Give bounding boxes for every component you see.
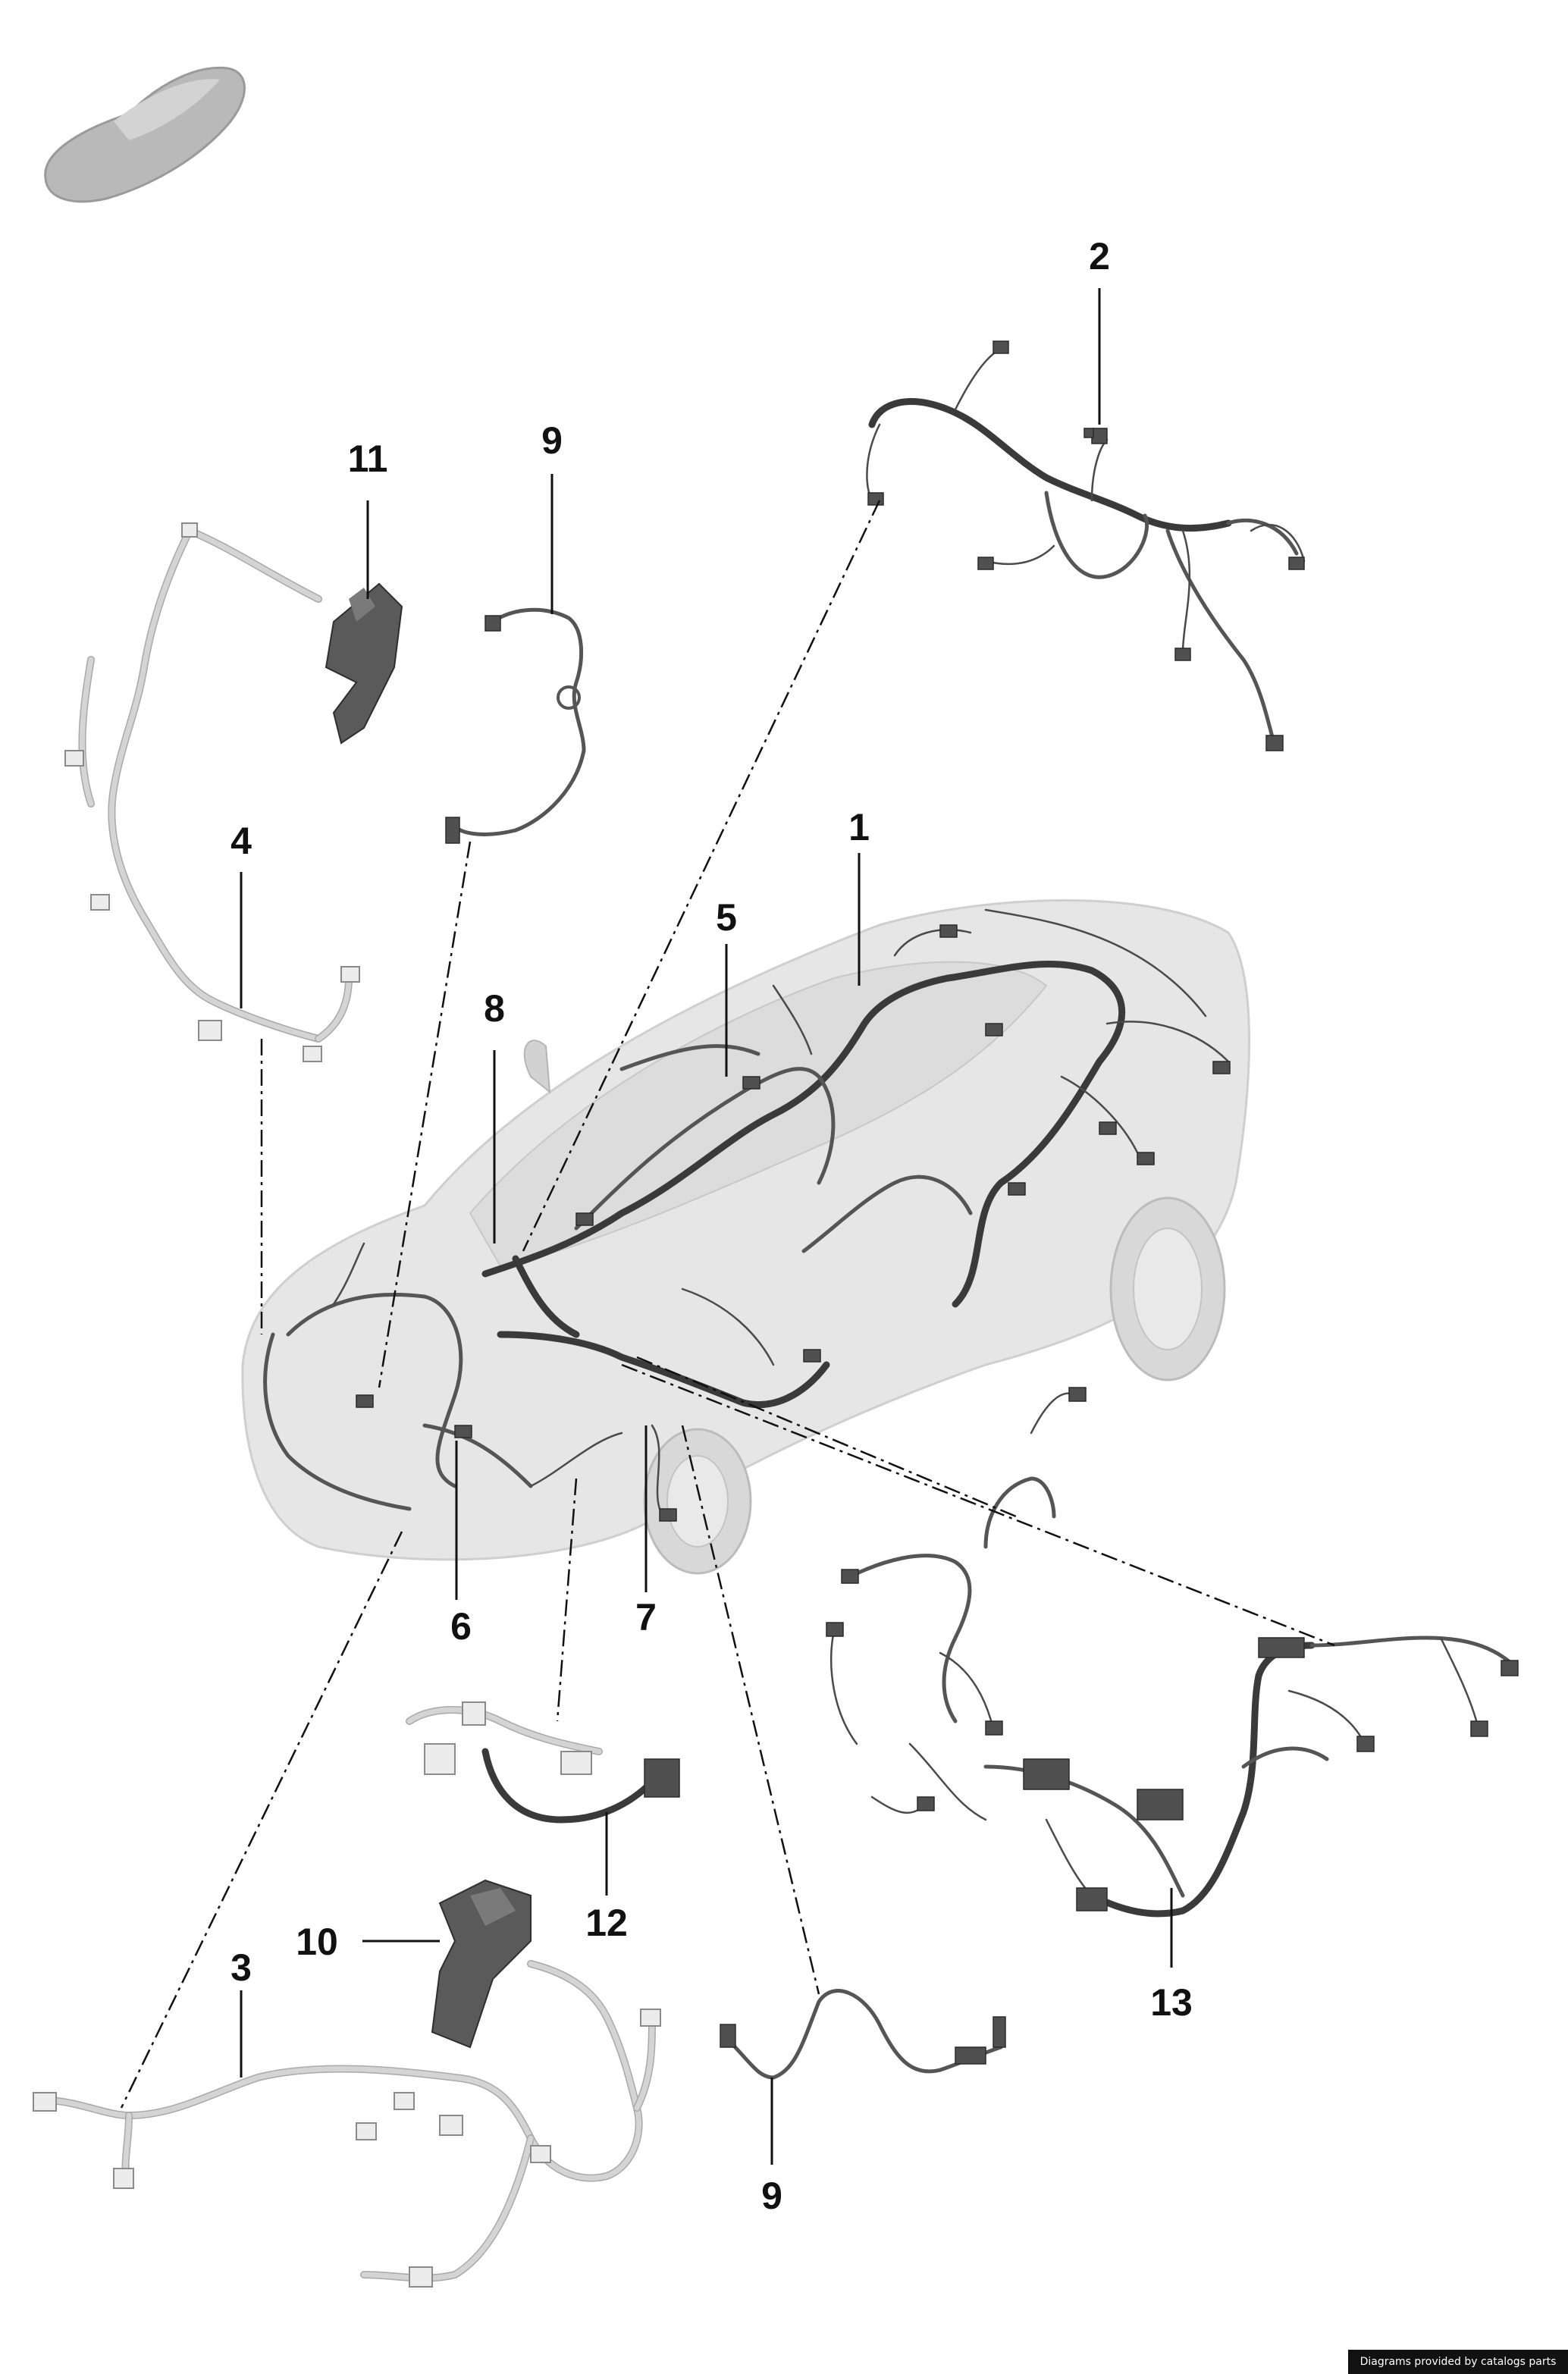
side-mirror-icon [523,1040,551,1094]
callout-3: 3 [230,1946,252,1989]
part-9-top-cable [445,607,586,844]
vehicle-body [241,899,1250,1575]
callout-11: 11 [348,437,388,480]
part-2-harness [866,340,1306,751]
callout-2: 2 [1089,235,1110,278]
callout-8: 8 [484,987,505,1030]
part-3-harness [33,1960,661,2288]
part-11-bracket [325,582,403,745]
callout-numbers: 1 2 3 4 5 6 7 8 9 9 10 11 12 13 [230,235,1193,2217]
relation-lines [120,500,1335,2109]
callout-5: 5 [716,896,737,939]
leader-lines [240,288,1173,2165]
part-9-bottom-cable [720,1989,1006,2080]
part-12-harness [406,1701,680,1824]
part-10-bracket [431,1879,532,2049]
callout-4: 4 [230,820,252,862]
callout-10: 10 [296,1921,338,1963]
vehicle-harness-network [263,908,1231,1522]
callout-13: 13 [1150,1981,1193,2024]
callout-9-top: 9 [541,419,563,462]
callout-7: 7 [635,1596,657,1639]
credit-bar: Diagrams provided by catalogs parts [1348,2350,1568,2374]
callout-9-bottom: 9 [761,2175,782,2217]
callout-1: 1 [848,806,870,848]
callout-6: 6 [450,1605,472,1648]
part-13-harness [826,1387,1519,1918]
part-4-harness [64,522,360,1062]
vehicle-thumbnail-icon [44,66,246,203]
callout-12: 12 [585,1902,628,1944]
